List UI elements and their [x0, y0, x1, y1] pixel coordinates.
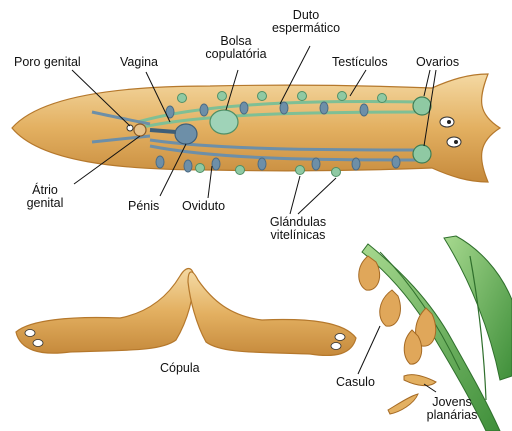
atrio-genital-shape — [134, 124, 146, 136]
penis-bulb — [175, 124, 197, 144]
label-bolsa-copulatoria: Bolsa copulatória — [196, 35, 276, 61]
label-vagina: Vagina — [120, 56, 158, 69]
bolsa-copulatoria-shape — [210, 110, 238, 134]
copulating-planarians — [16, 269, 356, 356]
label-jovens-planarias: Jovens planárias — [420, 396, 484, 422]
planarian-right — [188, 272, 356, 356]
label-atrio-genital: Átrio genital — [18, 184, 72, 210]
planarian-left — [16, 269, 194, 354]
label-casulo: Casulo — [336, 376, 375, 389]
label-oviduto: Oviduto — [182, 200, 225, 213]
label-testiculos: Testículos — [332, 56, 388, 69]
cocoon — [380, 290, 401, 326]
label-copula: Cópula — [160, 362, 200, 375]
label-poro-genital: Poro genital — [14, 56, 81, 69]
label-penis: Pénis — [128, 200, 159, 213]
label-duto-espermatico: Duto espermático — [262, 9, 350, 35]
label-glandulas-vitelinicas: Glándulas vitelínicas — [250, 216, 346, 242]
label-ovarios: Ovarios — [416, 56, 459, 69]
